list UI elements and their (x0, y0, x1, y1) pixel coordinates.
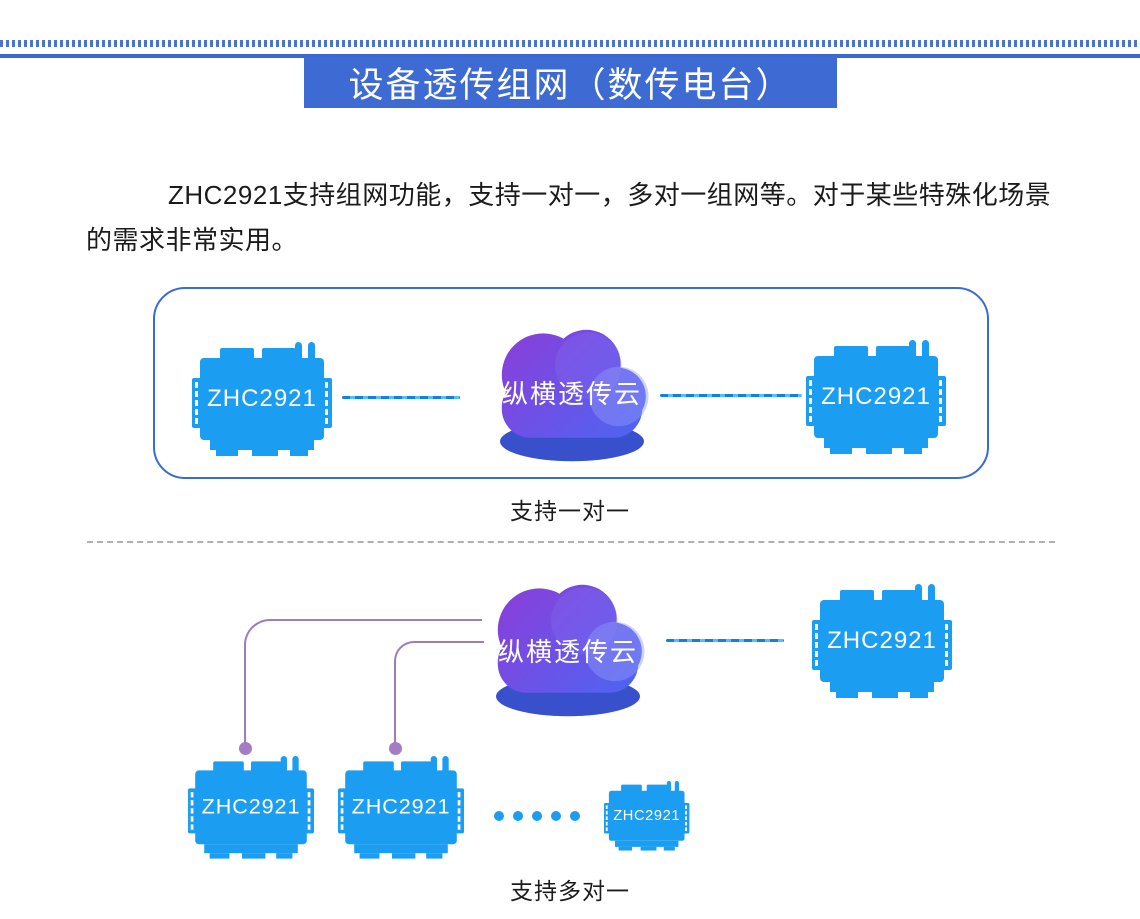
antenna-icon (308, 342, 315, 360)
device-zhc2921-small: ZHC2921 (604, 781, 690, 852)
antenna-icon (442, 756, 449, 773)
ellipsis-dot (551, 811, 561, 821)
page-title: 设备透传组网（数传电台） (304, 57, 837, 108)
antenna-icon (280, 756, 287, 773)
device-label: ZHC2921 (351, 794, 451, 819)
device-body: ZHC2921 (200, 358, 324, 440)
ellipsis-dot (494, 811, 504, 821)
device-label: ZHC2921 (201, 794, 301, 819)
din-clip-icon (455, 788, 464, 834)
dotted-divider (0, 40, 1140, 47)
terminal-block-icon (621, 784, 642, 794)
radio-link-right (660, 394, 802, 397)
device-zhc2921-b: ZHC2921 (338, 756, 464, 860)
device-label: ZHC2921 (827, 627, 937, 654)
caption-many-to-one: 支持多对一 (510, 878, 630, 904)
cloud-label: 纵横透传云 (497, 637, 638, 667)
drop-link-2 (394, 641, 484, 750)
device-zhc2921-right: ZHC2921 (806, 340, 946, 456)
antenna-icon (292, 756, 299, 773)
din-clip-icon (188, 788, 197, 834)
din-clip-icon (322, 378, 332, 428)
din-clip-icon (806, 376, 816, 426)
drop-dot-2 (389, 742, 402, 755)
antenna-icon (295, 342, 302, 360)
intro-paragraph: ZHC2921支持组网功能，支持一对一，多对一组网等。对于某些特殊化场景的需求非… (86, 180, 1052, 255)
device-base (204, 844, 298, 854)
cloud-icon (482, 310, 662, 463)
din-clip-icon (192, 378, 202, 428)
caption-one-to-one: 支持一对一 (510, 498, 630, 524)
device-base (824, 438, 928, 448)
device-label: ZHC2921 (613, 807, 681, 824)
section-divider (87, 541, 1055, 543)
antenna-icon (922, 340, 929, 358)
antenna-icon (928, 584, 935, 602)
ellipsis-dot (570, 811, 580, 821)
header-rule (0, 54, 1140, 58)
din-clip-icon (305, 788, 314, 834)
device-base (210, 440, 314, 450)
din-clip-icon (683, 802, 690, 834)
device-body: ZHC2921 (195, 770, 307, 845)
antenna-icon (674, 781, 680, 792)
device-body: ZHC2921 (820, 600, 944, 682)
cloud-graphic (496, 584, 645, 717)
drop-dot-1 (239, 742, 252, 755)
radio-link-left (342, 396, 460, 399)
one-to-one-frame (153, 287, 989, 479)
din-clip-icon (604, 802, 611, 834)
device-base (354, 844, 448, 854)
din-clip-icon (338, 788, 347, 834)
device-zhc2921-a: ZHC2921 (188, 756, 314, 860)
antenna-icon (909, 340, 916, 358)
drop-link-1 (244, 619, 482, 750)
device-base (830, 682, 934, 692)
device-body: ZHC2921 (814, 356, 938, 438)
radio-link-many (666, 639, 784, 642)
device-body: ZHC2921 (345, 770, 457, 845)
antenna-icon (915, 584, 922, 602)
cloud-label: 纵横透传云 (501, 379, 642, 409)
antenna-icon (666, 781, 672, 792)
antenna-icon (430, 756, 437, 773)
ellipsis-dot (532, 811, 542, 821)
device-zhc2921-hub: ZHC2921 (812, 584, 952, 700)
din-clip-icon (942, 620, 952, 670)
device-zhc2921-left: ZHC2921 (192, 342, 332, 458)
terminal-block-icon (646, 784, 668, 794)
device-body: ZHC2921 (608, 790, 685, 841)
device-base (614, 840, 679, 847)
din-clip-icon (812, 620, 822, 670)
din-clip-icon (936, 376, 946, 426)
device-label: ZHC2921 (207, 385, 317, 412)
device-label: ZHC2921 (821, 383, 931, 410)
ellipsis-dot (513, 811, 523, 821)
cloud-graphic (500, 329, 649, 462)
cloud-icon (478, 565, 658, 718)
